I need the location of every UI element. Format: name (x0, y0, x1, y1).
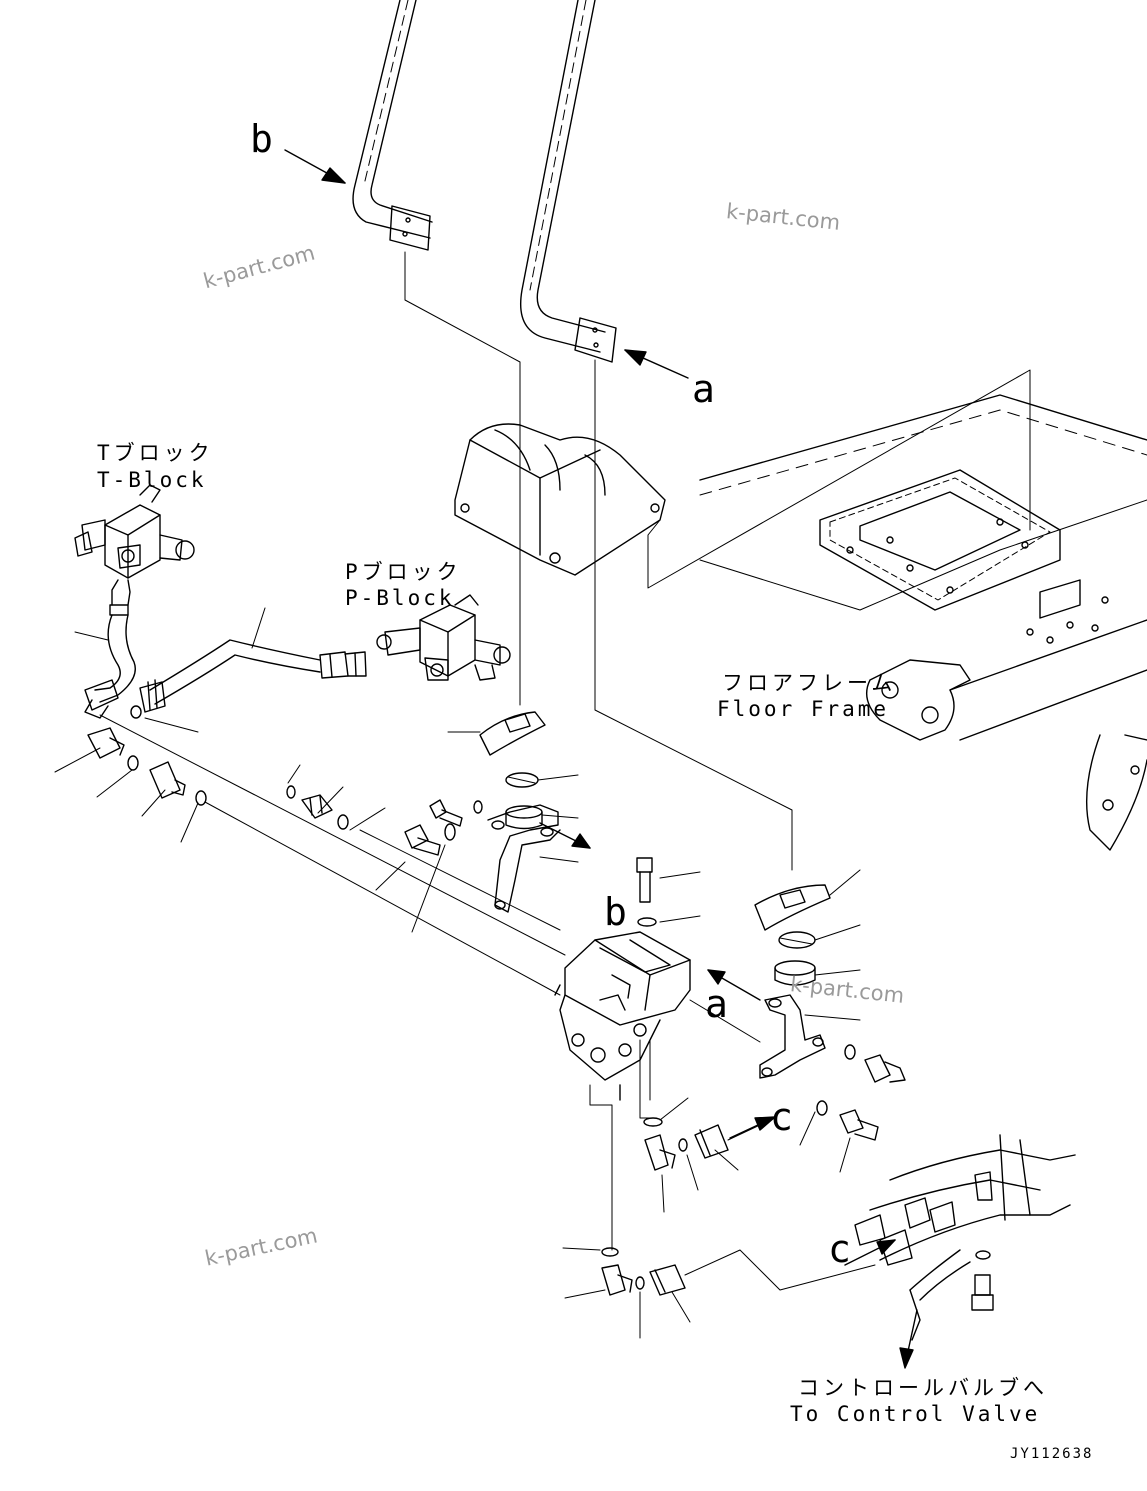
t-block-label-en: T-Block (97, 468, 207, 492)
fittings-lower-right (644, 1098, 878, 1212)
p-block-label-jp: Pブロック (345, 560, 462, 584)
callout-b-upper: b (250, 117, 273, 161)
callout-c-lower: c (828, 1227, 851, 1271)
p-block-label-en: P-Block (345, 586, 455, 610)
fittings-left (88, 706, 348, 829)
t-block-label-jp: Tブロック (97, 441, 214, 465)
floor-frame-label-jp: フロアフレーム (722, 671, 897, 695)
fittings-bottom (563, 1248, 875, 1338)
cover-plate-right (755, 870, 860, 985)
drawing-code: JY112638 (1010, 1446, 1094, 1462)
hose-bundle (855, 1135, 1075, 1340)
floor-frame-label-en: Floor Frame (717, 697, 890, 721)
pipe-a (521, 0, 616, 362)
bolt-center (637, 858, 700, 926)
callout-c-upper: c (770, 1095, 793, 1139)
floor-frame (700, 395, 1147, 850)
ppc-valve (555, 932, 690, 1250)
callout-a-upper: a (692, 367, 715, 411)
p-block (377, 595, 510, 680)
control-valve-label-jp: コントロールバルブへ (798, 1376, 1048, 1400)
leader-lines-left (55, 608, 565, 995)
bracket-right-assembly (690, 995, 905, 1082)
cover-plate-center (448, 712, 578, 862)
console-cover (455, 370, 1030, 588)
hose-1 (85, 580, 135, 718)
control-valve-label-en: To Control Valve (790, 1402, 1041, 1426)
t-block (75, 485, 194, 578)
hose-2 (140, 640, 366, 712)
pipe-b (353, 0, 432, 250)
callout-a-lower: a (705, 982, 728, 1026)
bracket-left-assembly (376, 800, 560, 932)
callout-b-lower: b (604, 890, 627, 934)
